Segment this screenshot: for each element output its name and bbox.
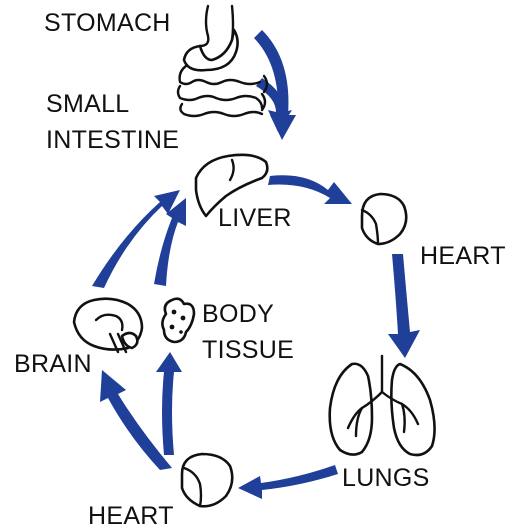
label-heart-bottom: HEART bbox=[88, 502, 174, 530]
label-lungs: LUNGS bbox=[342, 464, 430, 492]
label-heart-right: HEART bbox=[420, 242, 506, 270]
heart-icon bbox=[182, 454, 232, 506]
brain-icon bbox=[74, 299, 142, 352]
label-brain: BRAIN bbox=[14, 350, 92, 378]
label-small-intestine-line2: INTESTINE bbox=[46, 126, 179, 154]
arrow-heart-to-lungs bbox=[388, 254, 420, 358]
heart-icon bbox=[362, 194, 406, 244]
arrow-liver-to-heart bbox=[268, 175, 352, 204]
lungs-icon bbox=[330, 356, 435, 455]
label-stomach: STOMACH bbox=[44, 9, 171, 37]
body-tissue-icon bbox=[162, 299, 194, 342]
small-intestine-icon bbox=[178, 66, 267, 116]
arrow-heart-to-brain bbox=[100, 370, 172, 470]
label-liver: LIVER bbox=[218, 204, 292, 232]
arrow-heart-to-tissue bbox=[156, 352, 182, 455]
arrow-tissue-to-liver bbox=[154, 198, 186, 286]
label-body-tissue-line1: BODY bbox=[202, 300, 274, 328]
label-small-intestine-line1: SMALL bbox=[46, 90, 129, 118]
arrow-lungs-to-heart bbox=[238, 465, 338, 499]
stomach-icon bbox=[184, 6, 238, 70]
label-body-tissue-line2: TISSUE bbox=[202, 336, 294, 364]
